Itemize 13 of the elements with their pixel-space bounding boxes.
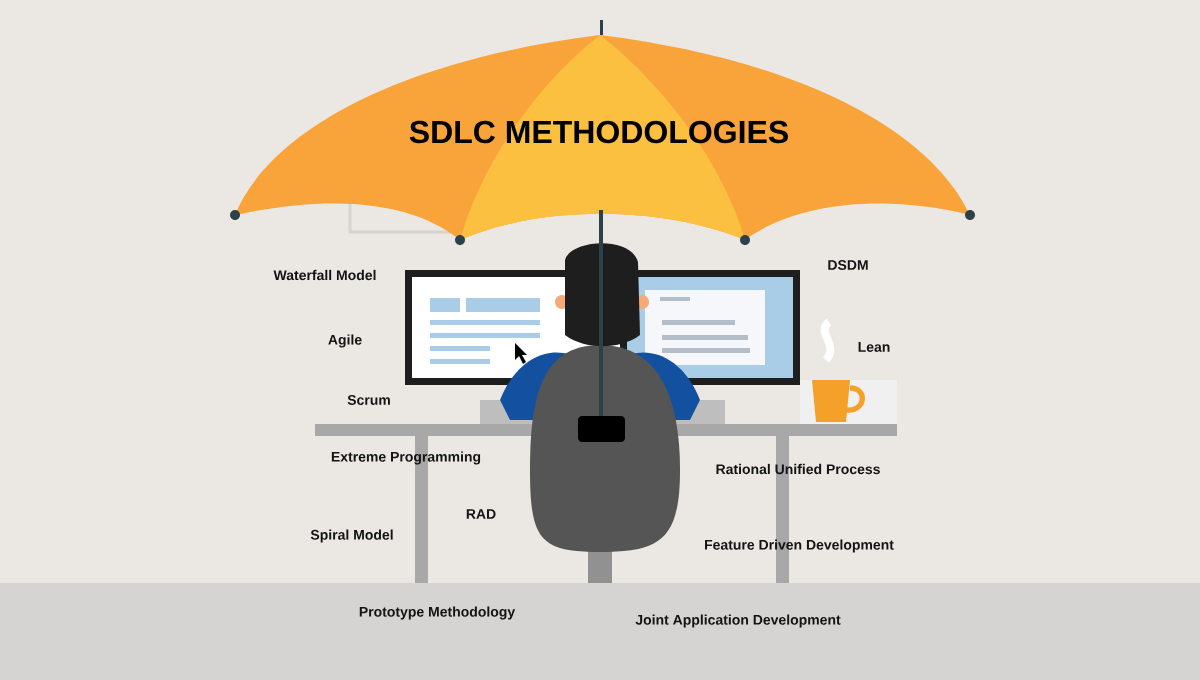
title: SDLC METHODOLOGIES [409, 120, 788, 144]
methodology-label: Scrum [347, 395, 390, 405]
methodology-label: Lean [858, 342, 890, 352]
methodology-label: Extreme Programming [331, 451, 481, 465]
methodology-label: Prototype Methodology [359, 606, 516, 620]
methodology-label: Waterfall Model [273, 269, 376, 281]
methodology-label: Agile [328, 334, 362, 348]
methodology-label: DSDM [828, 260, 868, 270]
methodology-label: Joint Application Development [635, 614, 841, 628]
methodology-label: Rational Unified Process [716, 463, 880, 475]
methodology-label: RAD [466, 509, 496, 519]
methodology-label: Feature Driven Development [705, 539, 894, 553]
methodology-label: Spiral Model [310, 529, 393, 543]
